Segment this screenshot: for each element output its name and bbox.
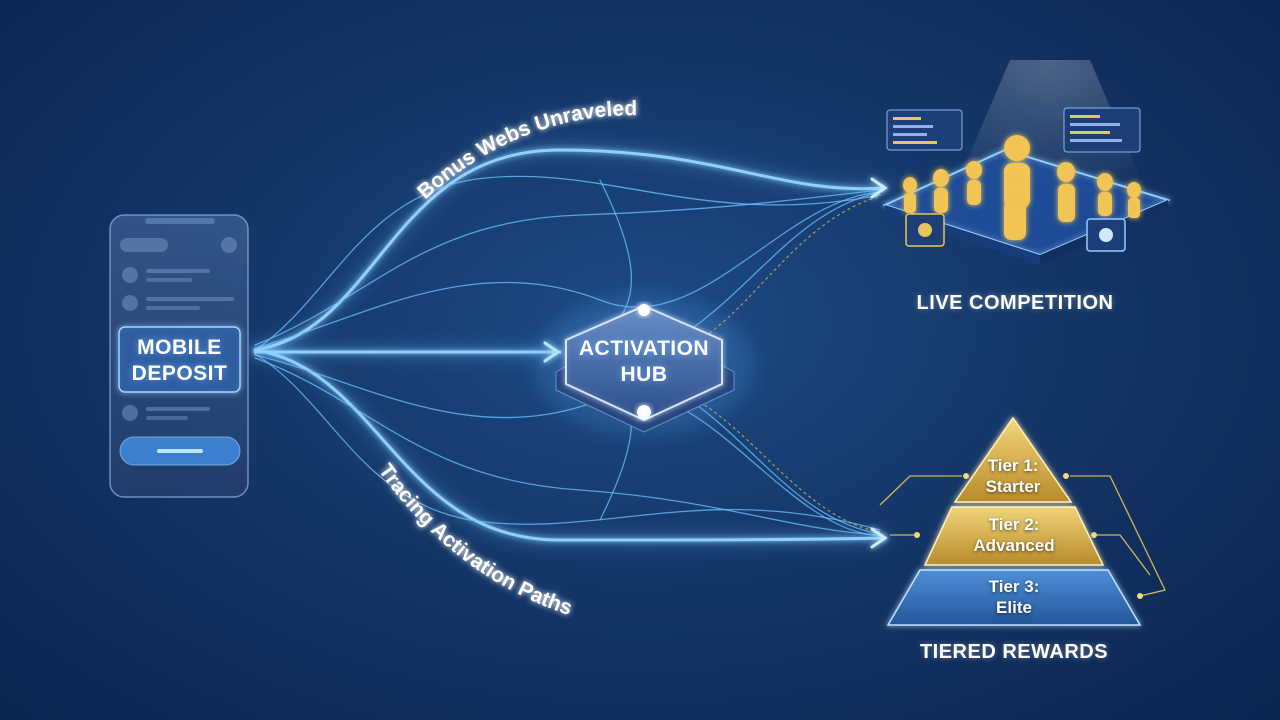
tier-3-label: Tier 3: Elite (988, 577, 1040, 617)
mobile-deposit-line1: MOBILE (137, 336, 222, 359)
mobile-deposit-line2: DEPOSIT (131, 362, 228, 385)
tier-3-block (886, 569, 1142, 626)
activation-hub-label: ACTIVATION HUB (566, 336, 722, 388)
diamond-icon (221, 237, 237, 253)
tier-2-block (923, 506, 1105, 566)
tier-2-label: Tier 2: Advanced (973, 515, 1055, 555)
activation-hub-hexagon (565, 304, 723, 422)
tiered-rewards-pyramid (879, 416, 1166, 626)
flow-lines (250, 145, 890, 549)
live-competition-arena (882, 60, 1171, 265)
scoreboard-right (1063, 107, 1141, 153)
trophy-icon (1099, 228, 1113, 242)
activation-hub (534, 295, 754, 435)
mobile-deposit-label: MOBILE DEPOSIT (119, 335, 240, 387)
tier-1-block (953, 416, 1073, 503)
activation-hub-line2: HUB (620, 363, 668, 386)
live-competition-label: LIVE COMPETITION (916, 292, 1114, 314)
flow-line-bottom (253, 348, 887, 542)
mobile-deposit-box (118, 326, 241, 393)
tiered-rewards-label: TIERED REWARDS (919, 641, 1109, 663)
activation-hub-line1: ACTIVATION (578, 337, 710, 360)
tier-1-label: Tier 1: Starter (985, 456, 1041, 496)
player-figures (903, 135, 1141, 240)
user-icon (918, 223, 932, 237)
mobile-phone (109, 214, 249, 498)
scoreboard-left (886, 109, 963, 151)
